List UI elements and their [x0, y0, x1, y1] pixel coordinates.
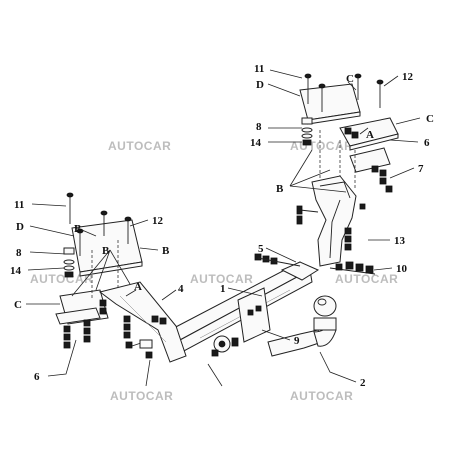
- callout-8-left: 8: [16, 247, 22, 259]
- callout-4: 4: [178, 283, 184, 295]
- letter-d-left: D: [16, 221, 24, 233]
- callout-12-left: 12: [152, 215, 164, 227]
- letter-d-top: D: [256, 79, 264, 91]
- callout-10: 10: [396, 263, 408, 275]
- watermark-top-left: AUTOCAR: [108, 139, 171, 153]
- crossbar-fasteners: [254, 253, 301, 267]
- callout-5: 5: [258, 243, 264, 255]
- tow-ball-mount-bracket: [211, 287, 271, 357]
- watermark-mid-right: AUTOCAR: [335, 272, 398, 286]
- watermark-mid-left: AUTOCAR: [30, 272, 93, 286]
- top-right-plate-d: [299, 83, 361, 125]
- callout-8-top: 8: [256, 121, 262, 133]
- right-fasteners-10: [329, 261, 376, 275]
- letter-c-top: C: [346, 73, 354, 85]
- left-nut-stacks: [63, 299, 107, 349]
- left-washers: [63, 247, 75, 278]
- letter-b-top: B: [276, 183, 284, 195]
- callout-6-left: 6: [34, 371, 40, 383]
- callout-1: 1: [220, 283, 226, 295]
- letter-b-left-right: B: [162, 245, 170, 257]
- callout-12-top: 12: [402, 71, 414, 83]
- tow-ball-neck: [267, 295, 337, 357]
- leader-lines: [26, 69, 421, 387]
- letter-c-right: C: [426, 113, 434, 125]
- letter-b-left-upper: B: [74, 223, 82, 235]
- callout-13: 13: [394, 235, 406, 247]
- top-right-bolts: [304, 73, 384, 112]
- left-plate-6: [55, 307, 101, 325]
- top-right-nuts: [344, 127, 393, 193]
- letter-c-left: C: [14, 299, 22, 311]
- letter-b-left-fan: B: [102, 245, 110, 257]
- left-arm-fasteners: [123, 315, 167, 359]
- letter-a-left: A: [134, 281, 142, 293]
- watermark-bottom-left: AUTOCAR: [110, 389, 173, 403]
- callout-7: 7: [418, 163, 424, 175]
- left-side-arm: [98, 281, 187, 363]
- top-right-plate-c: [339, 117, 399, 151]
- right-arm-bolts: [296, 203, 366, 251]
- callout-2: 2: [360, 377, 366, 389]
- callout-6-top: 6: [424, 137, 430, 149]
- watermark-top-right: AUTOCAR: [290, 139, 353, 153]
- callout-14-top: 14: [250, 137, 262, 149]
- left-bolts: [66, 192, 132, 256]
- callout-11-top: 11: [254, 63, 264, 75]
- callout-9: 9: [294, 335, 300, 347]
- callout-14-left: 14: [10, 265, 22, 277]
- watermark-bottom-right: AUTOCAR: [290, 389, 353, 403]
- top-right-washers: [301, 117, 313, 146]
- watermark-mid-center: AUTOCAR: [190, 272, 253, 286]
- callout-11-left: 11: [14, 199, 24, 211]
- right-side-arm: [311, 175, 357, 267]
- top-right-plate-7: [349, 147, 391, 173]
- letter-a-top: A: [366, 129, 374, 141]
